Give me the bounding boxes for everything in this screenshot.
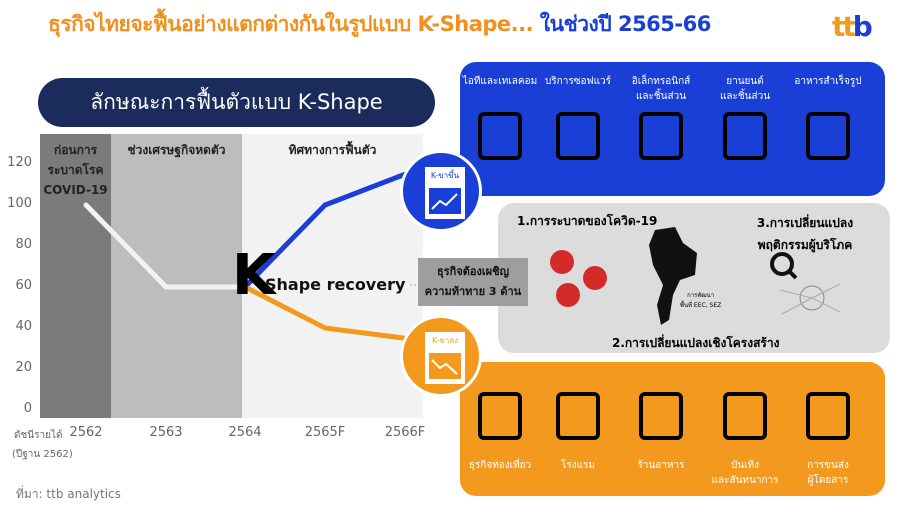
x-tick: 2566F: [384, 425, 426, 440]
down_sectors-label: การขนส่งผู้โดยสาร: [807, 460, 849, 486]
series-line-pre-recovery: [83, 202, 248, 290]
up_sectors-label: บริการซอฟแวร์: [544, 76, 612, 87]
up_sectors-icon: [806, 112, 850, 160]
k-up-label: K-ขาขึ้น: [430, 171, 460, 180]
chart-up-icon: [429, 188, 461, 214]
challenge-3: 3.การเปลี่ยนแปลงพฤติกรรมผู้บริโภค: [756, 216, 854, 252]
down_sectors-icon: [556, 392, 600, 440]
k-letter: K: [232, 243, 276, 308]
down_sectors-icon: [806, 392, 850, 440]
title-blue: ในช่วงปี 2565-66: [539, 12, 711, 36]
band-pre-covid: [40, 134, 111, 418]
down_sectors-label: ธุรกิจท่องเที่ยว: [468, 460, 532, 471]
k-down-badge: K-ขาลง: [400, 315, 482, 397]
up_sectors-label: ไอทีและเทเลคอม: [462, 76, 538, 87]
challenge-2: 2.การเปลี่ยนแปลงเชิงโครงสร้าง: [612, 336, 780, 350]
challenges-panel: [498, 203, 890, 353]
y-axis-label: ดัชนีรายได้: [14, 430, 63, 441]
y-tick: 120: [7, 155, 32, 170]
series-line-K-ขาลง: [242, 284, 408, 341]
y-tick: 0: [23, 401, 32, 416]
consumer-behavior-icon: [770, 252, 841, 315]
up_sectors-label: อาหารสำเร็จรูป: [794, 76, 862, 87]
page-title: ธุรกิจไทยจะฟื้นอย่างแตกต่างกันในรูปแบบ K…: [48, 8, 711, 41]
y-axis-label-2: (ปีฐาน 2562): [12, 449, 73, 460]
section-title-pill: ลักษณะการฟื้นตัวแบบ K-Shape: [38, 78, 435, 127]
y-tick: 20: [15, 360, 32, 375]
map-caption: การพัฒนาพื้นที่ EEC, SEZ: [680, 292, 722, 309]
up_sectors-icon: [723, 112, 767, 160]
down_sectors-icon: [723, 392, 767, 440]
y-tick: 100: [7, 196, 32, 211]
band-label-mid: ช่วงเศรษฐกิจหดตัว: [127, 143, 226, 157]
k-down-label: K-ขาลง: [431, 336, 459, 345]
x-tick: 2563: [149, 425, 183, 440]
y-tick: 60: [15, 278, 32, 293]
up_sectors-icon: [556, 112, 600, 160]
up_sectors-icon: [639, 112, 683, 160]
series-line-K-ขาขึ้น: [242, 171, 408, 290]
down-sectors-panel: [460, 362, 885, 496]
down_sectors-icon: [478, 392, 522, 440]
logo-a: tt: [832, 10, 856, 43]
thailand-map-icon: [649, 227, 697, 325]
challenge-callout: ธุรกิจต้องเผชิญความท้าทาย 3 ด้าน: [418, 258, 528, 306]
title-orange: ธุรกิจไทยจะฟื้นอย่างแตกต่างกันในรูปแบบ K…: [48, 12, 534, 36]
up_sectors-label: ยานยนต์และชิ้นส่วน: [719, 76, 771, 102]
y-tick: 80: [15, 237, 32, 252]
up_sectors-label: อิเล็กทรอนิกส์และชิ้นส่วน: [631, 76, 691, 102]
shape-recovery-label: Shape recovery: [265, 275, 406, 294]
x-tick: 2565F: [304, 425, 346, 440]
band-contraction: [111, 134, 242, 418]
down_sectors-label: บันเทิงและสันทนาการ: [711, 460, 779, 486]
x-tick: 2562: [69, 425, 103, 440]
source-note: ที่มา: ttb analytics: [16, 487, 121, 501]
down_sectors-icon: [639, 392, 683, 440]
up-sectors-panel: [460, 62, 885, 196]
up_sectors-icon: [478, 112, 522, 160]
x-tick: 2564: [228, 425, 262, 440]
down_sectors-label: โรงแรม: [560, 460, 596, 471]
k-up-badge: K-ขาขึ้น: [400, 150, 482, 232]
chart-down-icon: [429, 353, 461, 379]
logo-b: b: [852, 10, 873, 43]
challenge-1: 1.การระบาดของโควิด-19: [517, 214, 658, 228]
virus-icon: [550, 250, 607, 307]
ttb-logo: ttb: [832, 10, 873, 43]
y-tick: 40: [15, 319, 32, 334]
band-label-recovery: ทิศทางการฟื้นตัว: [288, 143, 377, 157]
down_sectors-label: ร้านอาหาร: [637, 460, 685, 471]
